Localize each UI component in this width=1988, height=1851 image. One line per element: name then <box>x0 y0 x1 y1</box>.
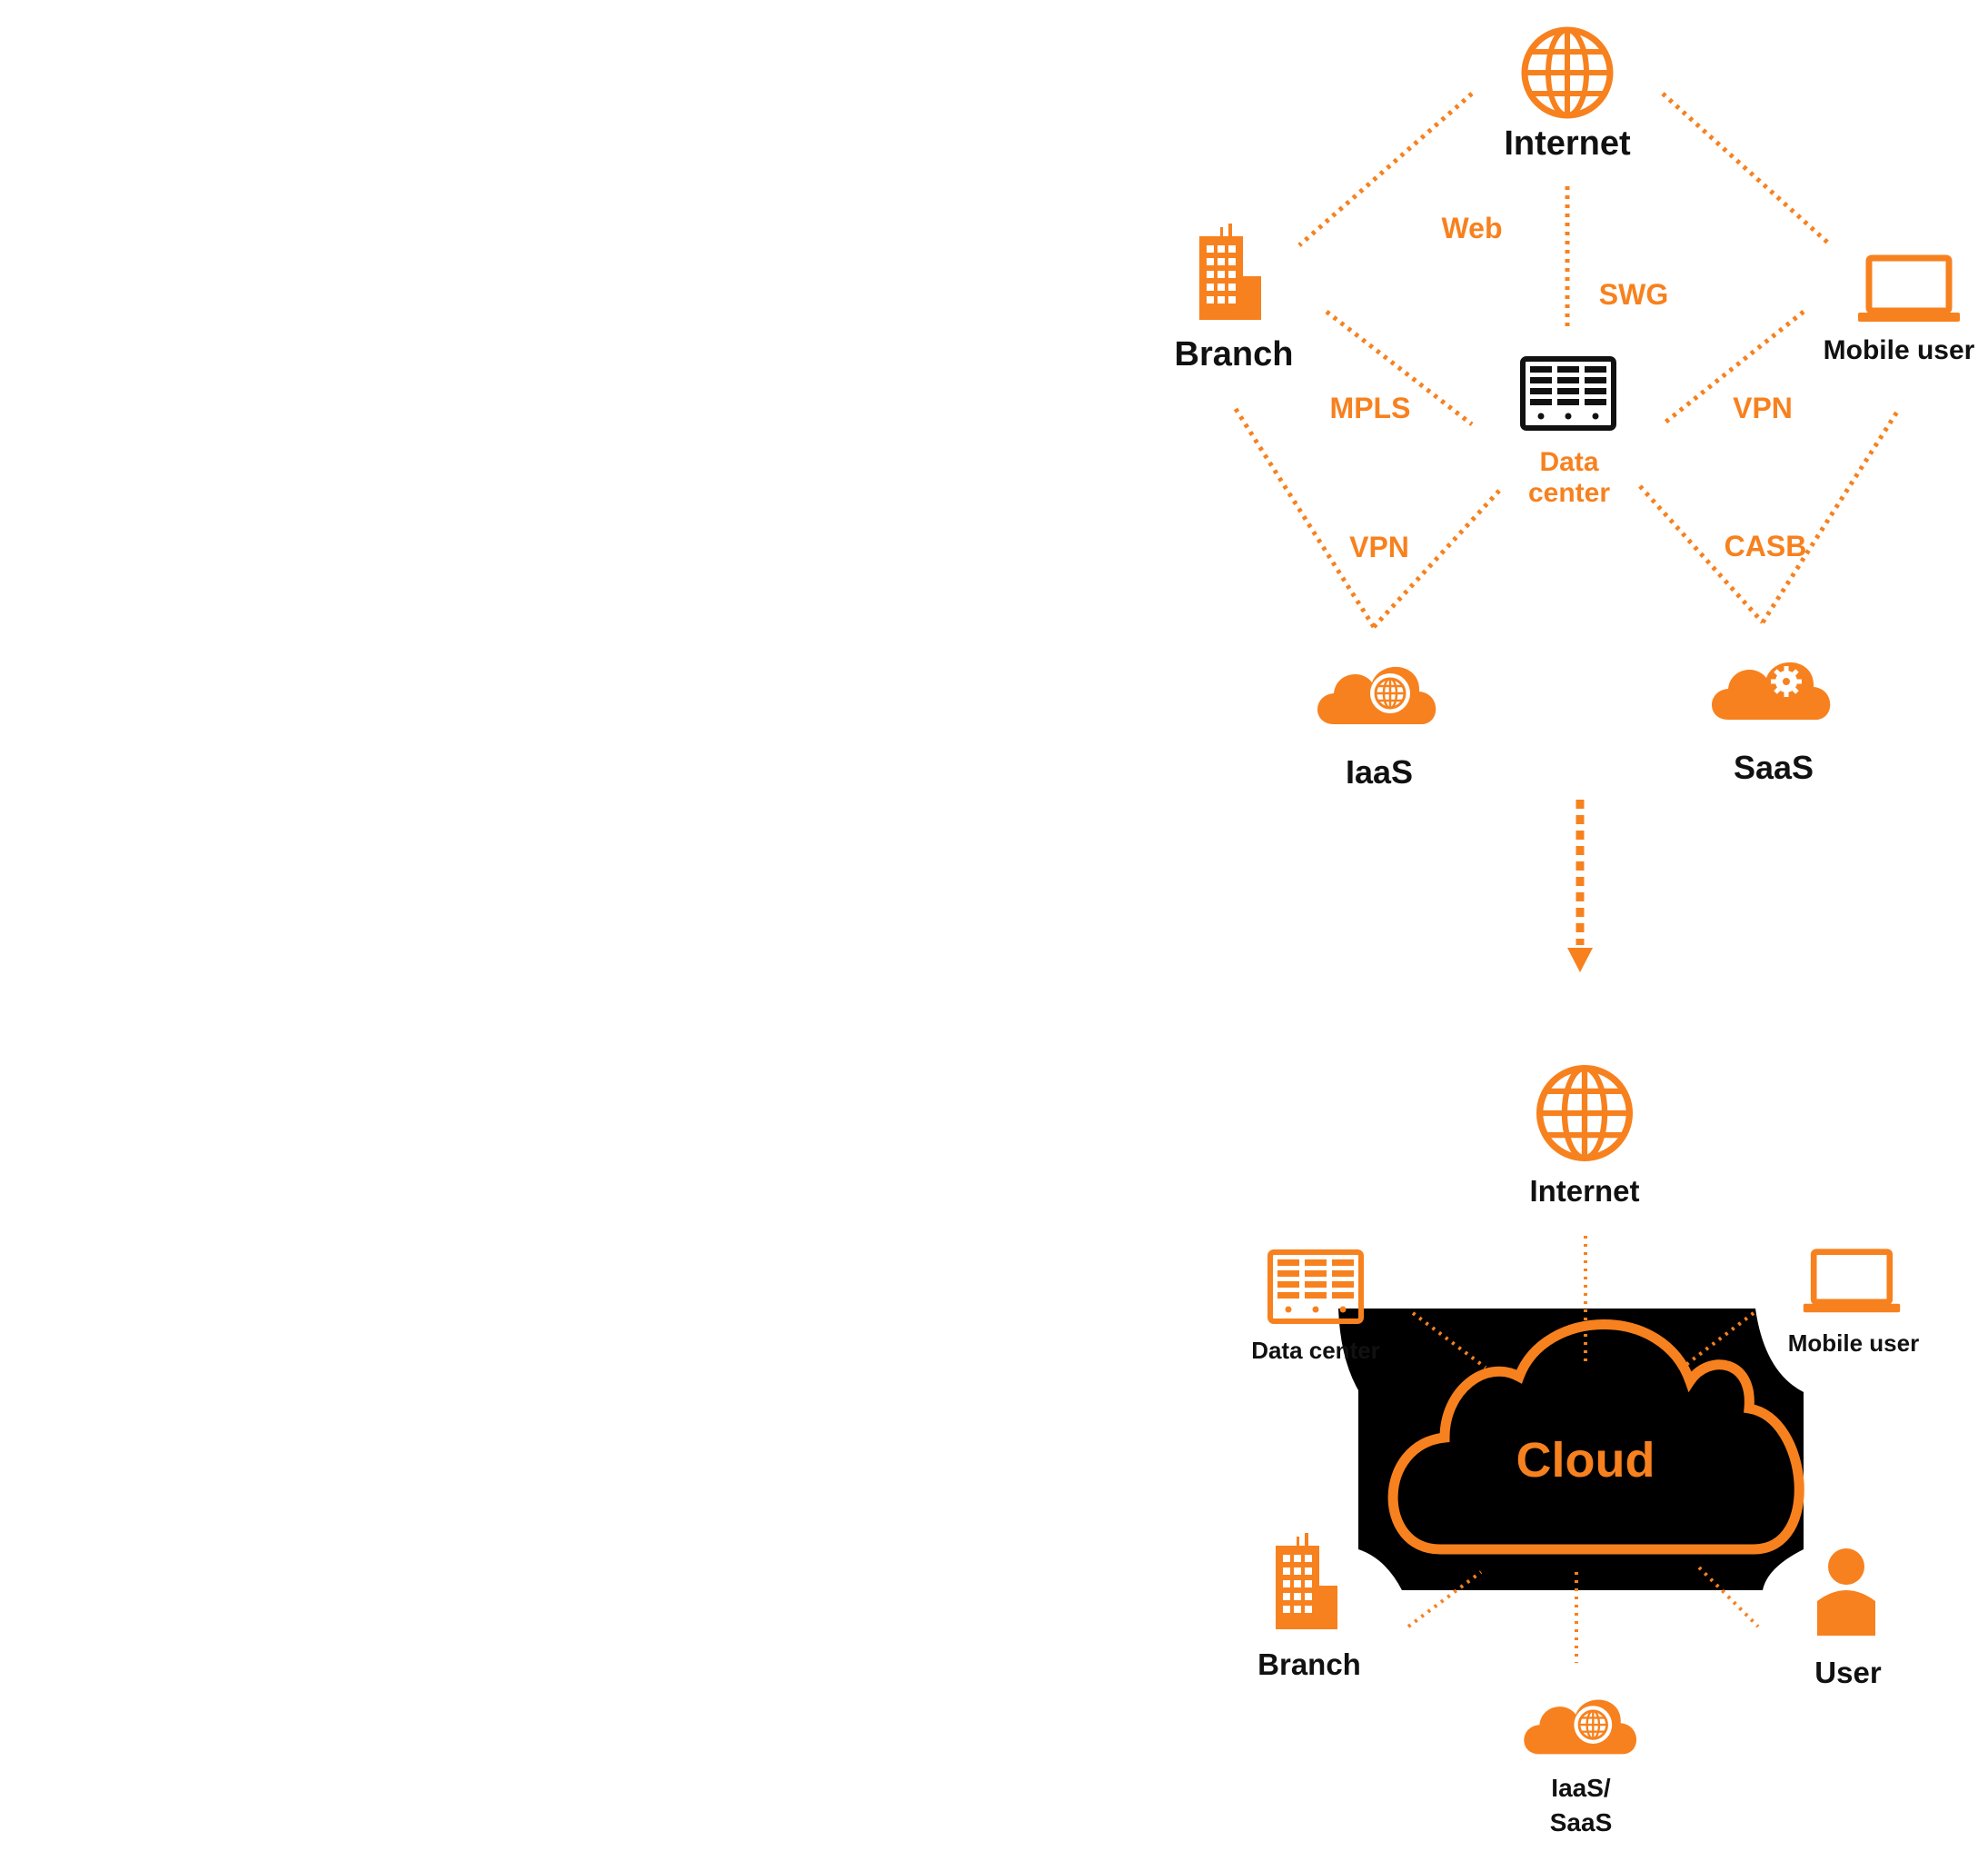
mobile-user-label-bottom: Mobile user <box>1788 1329 1919 1357</box>
user-label: User <box>1814 1656 1882 1689</box>
legacy-network-diagram: Internet Branch Mobile user <box>1175 30 1975 791</box>
server-rack-icon <box>1520 356 1616 431</box>
user-icon <box>1817 1548 1875 1636</box>
line-mobile-datacenter <box>1661 310 1805 426</box>
line-branch-iaas <box>1233 407 1377 629</box>
cloud-globe-icon <box>1524 1699 1637 1755</box>
link-label-web: Web <box>1442 212 1503 244</box>
data-center-label-line1: Data <box>1539 447 1598 477</box>
server-rack-icon <box>1267 1249 1364 1324</box>
building-icon <box>1199 224 1261 320</box>
data-center-label-line2: center <box>1528 478 1610 508</box>
iaas-saas-label-line2: SaaS <box>1550 1808 1613 1836</box>
branch-label-bottom: Branch <box>1257 1647 1361 1681</box>
laptop-icon <box>1858 258 1960 322</box>
link-label-mpls: MPLS <box>1330 392 1411 424</box>
link-label-swg: SWG <box>1599 278 1668 311</box>
saas-label: SaaS <box>1734 749 1814 786</box>
internet-node: Internet <box>1504 30 1631 163</box>
iaas-saas-node: IaaS/ SaaS <box>1524 1699 1637 1836</box>
saas-node: SaaS <box>1712 662 1831 786</box>
data-center-node: Data center <box>1520 356 1616 508</box>
link-label-vpn-right: VPN <box>1733 392 1793 424</box>
line-internet-branch <box>1297 92 1474 247</box>
line-datacenter-saas <box>1638 484 1764 624</box>
mobile-user-node: Mobile user <box>1824 258 1975 365</box>
user-node: User <box>1814 1548 1882 1689</box>
line-mobile-saas <box>1760 407 1902 624</box>
building-icon <box>1276 1533 1337 1629</box>
line-cloud-datacenter <box>1411 1311 1487 1369</box>
cloud-label: Cloud <box>1516 1433 1655 1488</box>
globe-icon <box>1540 1069 1630 1159</box>
line-internet-mobile <box>1661 92 1833 247</box>
mobile-user-node-bottom: Mobile user <box>1788 1252 1919 1357</box>
branch-node: Branch <box>1175 224 1294 373</box>
internet-label: Internet <box>1504 124 1631 163</box>
line-datacenter-iaas <box>1372 489 1501 629</box>
laptop-icon <box>1804 1252 1900 1313</box>
internet-node-bottom: Internet <box>1529 1069 1640 1208</box>
connector-lines <box>1233 92 1902 629</box>
cloud-globe-icon <box>1317 666 1436 724</box>
line-branch-datacenter <box>1325 310 1474 426</box>
mobile-user-label: Mobile user <box>1824 335 1975 365</box>
line-cloud-branch <box>1407 1570 1483 1628</box>
iaas-label: IaaS <box>1346 753 1413 791</box>
data-center-label-bottom: Data center <box>1251 1337 1380 1364</box>
iaas-node: IaaS <box>1317 666 1436 791</box>
iaas-saas-label-line1: IaaS/ <box>1551 1774 1611 1802</box>
link-label-casb: CASB <box>1725 530 1807 562</box>
data-center-node-bottom: Data center <box>1251 1249 1380 1364</box>
branch-node-bottom: Branch <box>1257 1533 1361 1681</box>
arrow-down-icon <box>1567 800 1593 972</box>
internet-label-bottom: Internet <box>1529 1174 1639 1208</box>
line-cloud-user <box>1697 1566 1760 1628</box>
cloud-gear-icon <box>1712 662 1831 720</box>
globe-icon <box>1525 30 1610 115</box>
cloud-outline <box>1387 1319 1804 1555</box>
cloud-connector-lines <box>1407 1236 1760 1663</box>
cloud-network-diagram: Cloud Internet Data center Mo <box>1251 1069 1919 1836</box>
branch-label: Branch <box>1175 335 1294 373</box>
link-label-vpn-left: VPN <box>1349 531 1409 563</box>
